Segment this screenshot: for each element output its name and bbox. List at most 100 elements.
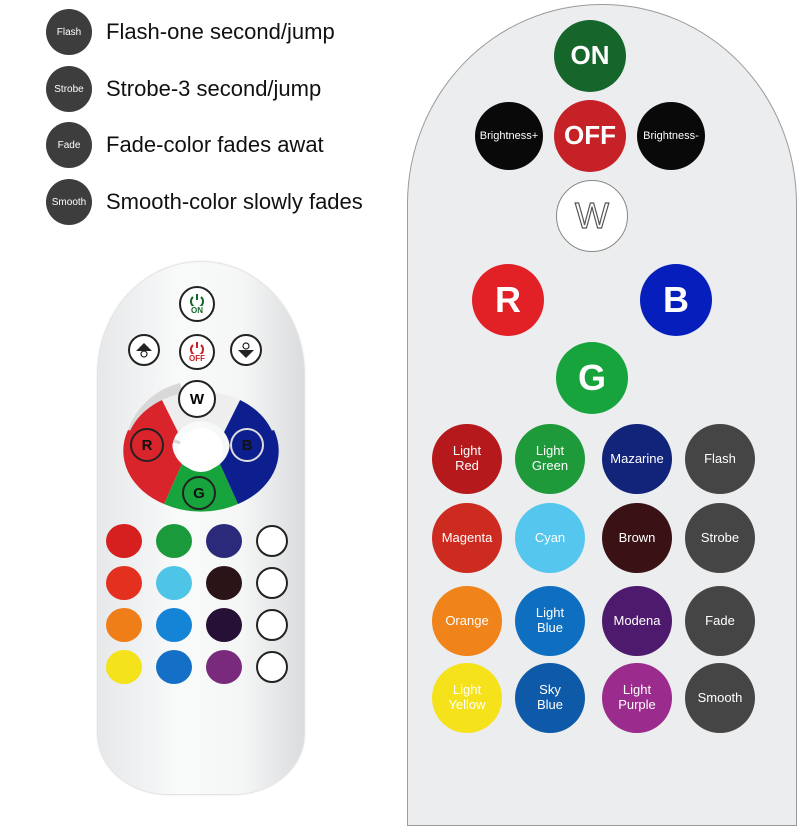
legend-row-smooth: Smooth Smooth-color slowly fades [46, 179, 363, 225]
legend-row-flash: Flash Flash-one second/jump [46, 9, 335, 55]
photo-key[interactable] [156, 524, 192, 558]
label-line-1: Light [535, 605, 565, 621]
label-line-2: Blue [536, 620, 563, 635]
on-button[interactable]: ON [554, 20, 626, 92]
cyan-button[interactable]: Cyan [515, 503, 585, 573]
mazarine-button[interactable]: Mazarine [602, 424, 672, 494]
legend-row-fade: Fade Fade-color fades awat [46, 122, 324, 168]
photo-key[interactable] [156, 650, 192, 684]
power-icon [190, 293, 204, 306]
label-line-1: Flash [704, 450, 736, 466]
strobe-description: Strobe-3 second/jump [106, 76, 322, 101]
photo-key[interactable] [206, 608, 242, 642]
mazarine-label: Mazarine [610, 450, 664, 467]
fade-description: Fade-color fades awat [106, 132, 324, 157]
brightness-up-button[interactable]: Brightness+ [475, 102, 543, 170]
white-button[interactable]: W [556, 180, 628, 252]
label-line-2: Red [455, 458, 479, 473]
photo-key[interactable] [106, 524, 142, 558]
photo-key[interactable] [106, 650, 142, 684]
smooth-label: Smooth [697, 689, 743, 706]
brown-button[interactable]: Brown [602, 503, 672, 573]
label-line-1: Cyan [534, 529, 566, 545]
photo-on-label: ON [191, 305, 203, 315]
photo-green-button[interactable]: G [182, 476, 216, 510]
legend-row-strobe: Strobe Strobe-3 second/jump [46, 66, 322, 112]
photo-off-button[interactable]: OFF [179, 334, 215, 370]
green-button[interactable]: G [556, 342, 628, 414]
label-line-2: Yellow [448, 697, 486, 712]
smooth-button[interactable]: Smooth [685, 663, 755, 733]
label-line-1: Light [452, 443, 482, 459]
photo-strobe-key[interactable] [256, 567, 288, 599]
photo-key[interactable] [156, 566, 192, 600]
power-icon [190, 341, 204, 354]
smooth-description: Smooth-color slowly fades [106, 189, 363, 214]
strobe-label: Strobe [700, 529, 740, 546]
label-line-1: Brown [618, 529, 656, 545]
brightness-down-icon [238, 342, 254, 358]
strobe-button[interactable]: Strobe [685, 503, 755, 573]
label-line-1: Light [622, 682, 652, 698]
strobe-badge: Strobe [46, 66, 92, 112]
flash-badge: Flash [46, 9, 92, 55]
label-line-1: Mazarine [610, 450, 664, 466]
modena-label: Modena [613, 612, 661, 629]
cyan-label: Cyan [534, 529, 566, 546]
photo-key[interactable] [206, 524, 242, 558]
fade-button[interactable]: Fade [685, 586, 755, 656]
photo-white-button[interactable]: W [178, 380, 216, 418]
photo-brightness-down-button[interactable] [230, 334, 262, 366]
off-button[interactable]: OFF [554, 100, 626, 172]
smooth-badge: Smooth [46, 179, 92, 225]
photo-red-button[interactable]: R [130, 428, 164, 462]
photo-brightness-up-button[interactable] [128, 334, 160, 366]
modena-button[interactable]: Modena [602, 586, 672, 656]
label-line-1: Light [452, 682, 482, 698]
label-line-1: Fade [705, 612, 735, 628]
label-line-1: Modena [613, 612, 661, 628]
photo-key[interactable] [206, 650, 242, 684]
label-line-1: Strobe [700, 529, 740, 545]
label-line-1: Smooth [697, 689, 743, 705]
brightness-up-icon [136, 343, 152, 358]
photo-blue-button[interactable]: B [230, 428, 264, 462]
orange-button[interactable]: Orange [432, 586, 502, 656]
brightness-down-button[interactable]: Brightness- [637, 102, 705, 170]
fade-badge: Fade [46, 122, 92, 168]
label-line-1: Light [535, 443, 565, 459]
photo-key[interactable] [206, 566, 242, 600]
photo-key[interactable] [156, 608, 192, 642]
flash-description: Flash-one second/jump [106, 19, 335, 44]
label-line-2: Blue [536, 697, 564, 712]
photo-fade-key[interactable] [256, 609, 288, 641]
magenta-button[interactable]: Magenta [432, 503, 502, 573]
photo-key[interactable] [106, 608, 142, 642]
remote-photo: ON OFF W R B G [98, 262, 304, 794]
fade-label: Fade [705, 612, 735, 629]
orange-label: Orange [445, 613, 488, 629]
flash-button[interactable]: Flash [685, 424, 755, 494]
label-line-2: Purple [618, 697, 656, 712]
label-line-1: Magenta [441, 529, 493, 545]
red-button[interactable]: R [472, 264, 544, 336]
magenta-label: Magenta [441, 529, 493, 546]
photo-off-label: OFF [189, 353, 205, 363]
label-line-1: Sky [539, 682, 561, 698]
photo-on-button[interactable]: ON [179, 286, 215, 322]
photo-flash-key[interactable] [256, 525, 288, 557]
photo-key[interactable] [106, 566, 142, 600]
photo-smooth-key[interactable] [256, 651, 288, 683]
blue-button[interactable]: B [640, 264, 712, 336]
